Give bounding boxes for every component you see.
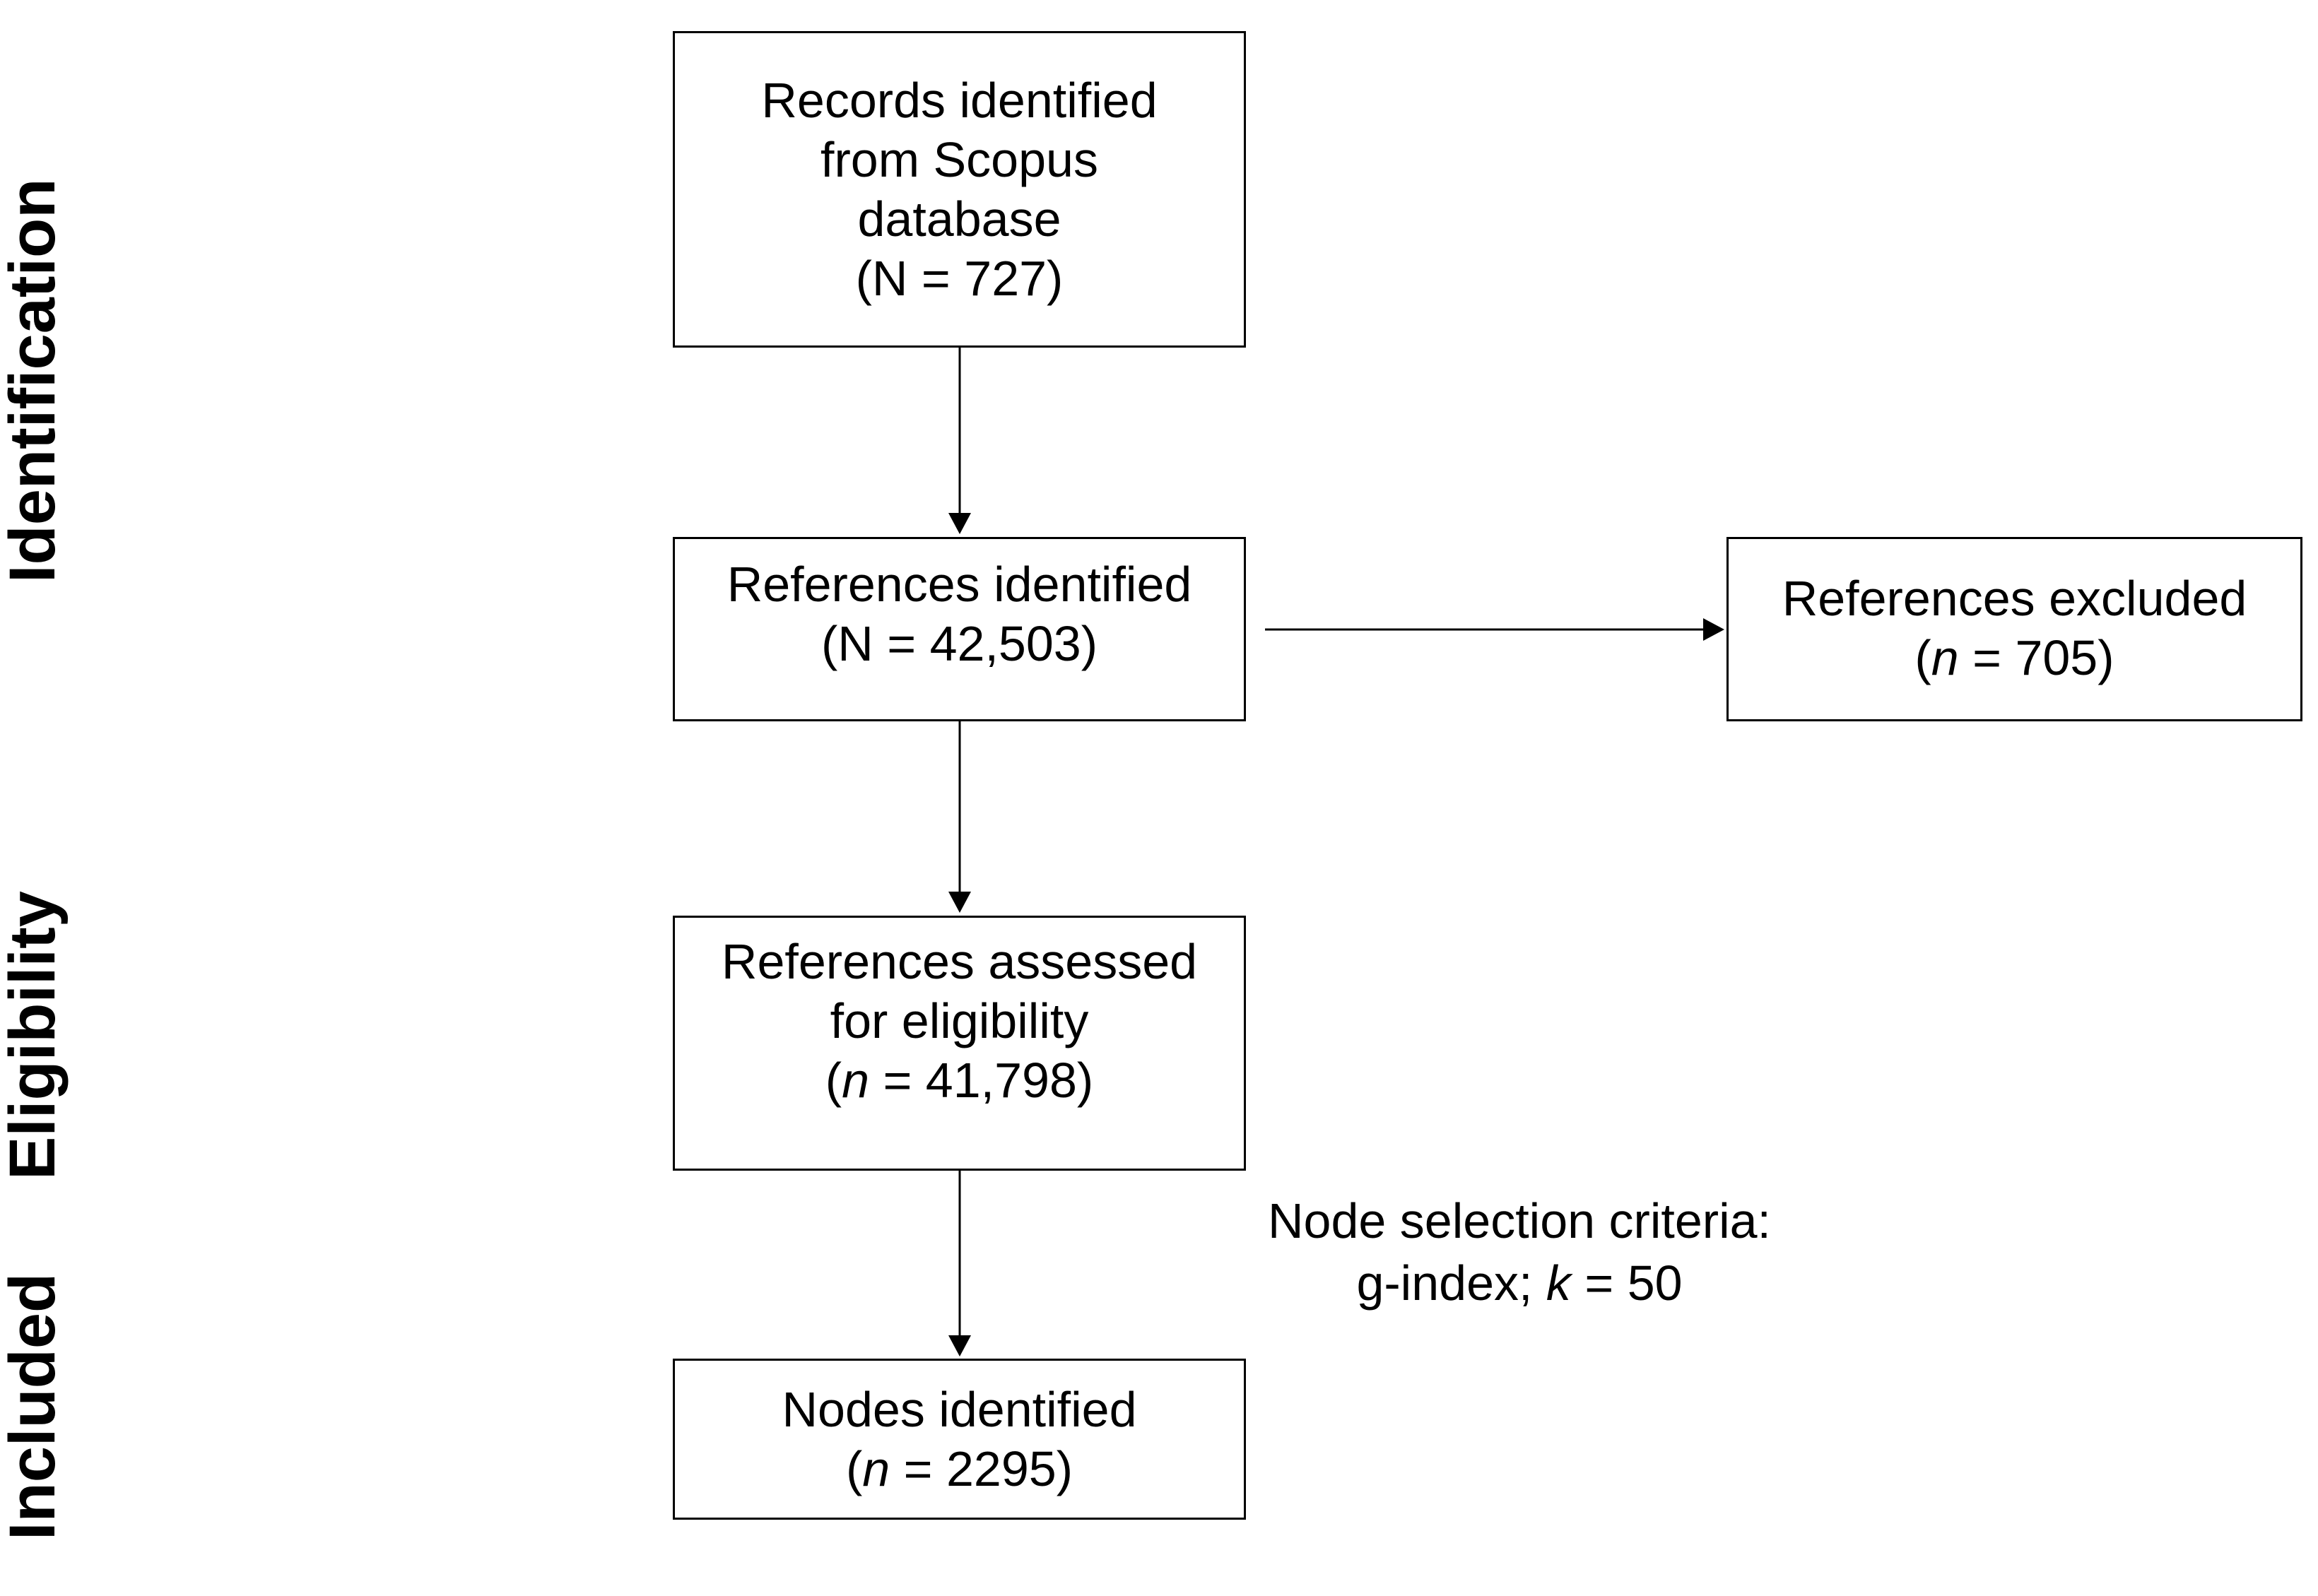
nodes-count-open: ( (845, 1441, 863, 1496)
arrow-references-to-assessed (948, 721, 971, 913)
references-excluded-count: (n = 705) (1914, 628, 2114, 687)
references-assessed-line1: References assessed (721, 934, 1198, 989)
assessed-count-var: n (842, 1053, 870, 1108)
excluded-count-var: n (1931, 630, 1959, 685)
excluded-count-value: = 705) (1958, 630, 2114, 685)
records-line2: from Scopus (820, 132, 1098, 187)
criteria-line2: g-index; k = 50 (1244, 1253, 1795, 1315)
criteria-var: k (1546, 1255, 1571, 1311)
node-selection-criteria: Node selection criteria: g-index; k = 50 (1244, 1190, 1795, 1314)
box-references-identified: References identified (N = 42,503) (673, 537, 1246, 721)
nodes-count-value: = 2295) (890, 1441, 1073, 1496)
records-line3: database (857, 191, 1061, 247)
arrow-assessed-to-nodes (948, 1171, 971, 1356)
nodes-identified-line1: Nodes identified (782, 1382, 1137, 1437)
criteria-value: = 50 (1570, 1255, 1683, 1311)
arrow-references-to-excluded (1265, 618, 1724, 641)
assessed-count-value: = 41,798) (869, 1053, 1094, 1108)
nodes-count-var: n (862, 1441, 890, 1496)
excluded-count-open: ( (1914, 630, 1931, 685)
criteria-line1: Node selection criteria: (1268, 1193, 1771, 1248)
box-references-assessed: References assessed for eligibility (n =… (673, 916, 1246, 1171)
references-identified-line1: References identified (726, 557, 1192, 612)
references-excluded-line1: References excluded (1782, 571, 2247, 626)
records-line1: Records identified (761, 73, 1158, 128)
references-identified-count: (N = 42,503) (820, 616, 1098, 671)
box-records-identified: Records identified from Scopus database … (673, 31, 1246, 348)
box-references-excluded: References excluded (n = 705) (1726, 537, 2302, 721)
nodes-identified-count: (n = 2295) (846, 1439, 1073, 1499)
arrow-records-to-references (948, 348, 971, 534)
assessed-count-open: ( (825, 1053, 842, 1108)
records-count: (N = 727) (855, 251, 1064, 306)
criteria-gindex: g-index; (1356, 1255, 1546, 1311)
references-assessed-line2: for eligibility (830, 993, 1089, 1048)
references-assessed-count: (n = 41,798) (825, 1051, 1093, 1110)
box-nodes-identified: Nodes identified (n = 2295) (673, 1359, 1246, 1520)
